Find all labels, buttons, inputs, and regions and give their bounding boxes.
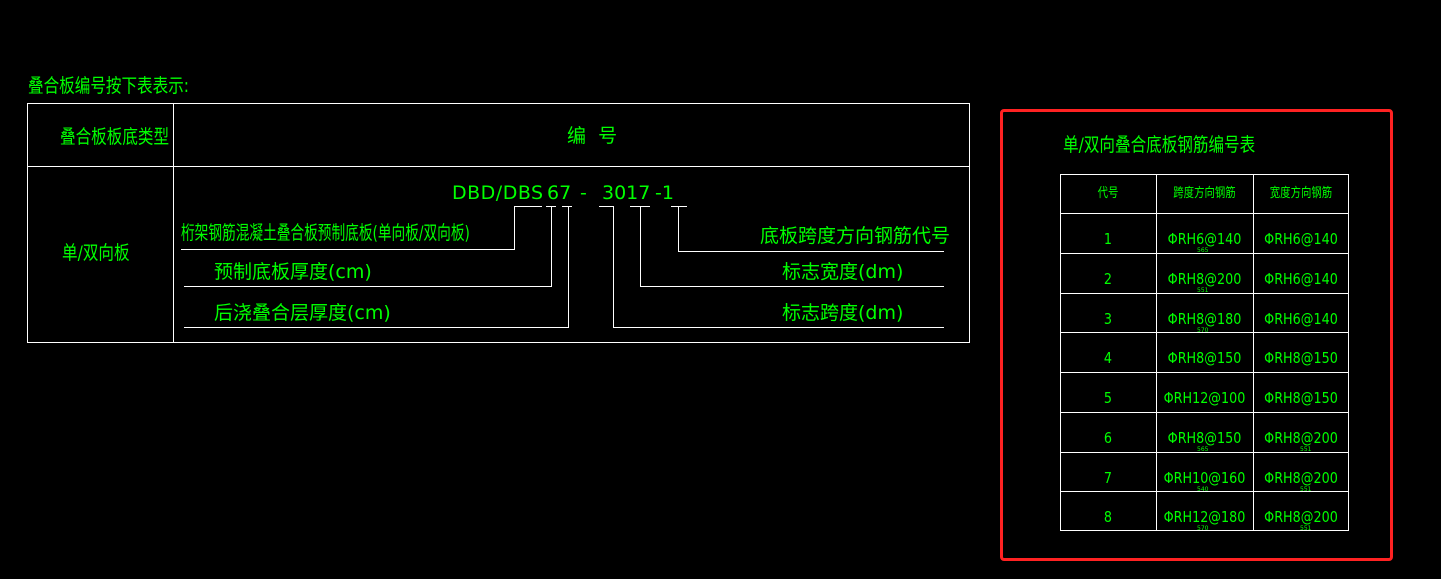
rebar-header-divider: [1060, 213, 1349, 214]
label-precast-thickness: 预制底板厚度(cm): [214, 261, 372, 283]
rebar-row-divider: [1060, 372, 1349, 373]
rebar-row-divider: [1060, 412, 1349, 413]
rebar-header-code: 代号: [1097, 186, 1119, 201]
underline-prefix: [514, 206, 542, 207]
code-prefix: DBD/DBS: [452, 182, 544, 204]
rebar-cell-code: 3: [1103, 310, 1113, 328]
rebar-cell-span: ΦRH8@150: [1167, 429, 1242, 447]
rebar-col-divider-2: [1253, 174, 1254, 531]
rebar-row-divider: [1060, 293, 1349, 294]
leader-left-1: [181, 249, 515, 250]
rebar-cell-span: ΦRH10@160: [1163, 469, 1246, 487]
main-table-row-divider: [27, 166, 970, 167]
rebar-cell-code: 8: [1103, 508, 1113, 526]
rebar-cell-code: 4: [1103, 349, 1113, 367]
label-nominal-width: 标志宽度(dm): [782, 261, 904, 283]
code-rebar: -1: [655, 182, 674, 204]
rebar-cell-span: ΦRH8@180: [1167, 310, 1242, 328]
rebar-cell-width: ΦRH8@200: [1264, 508, 1338, 526]
row-label: 单/双向板: [62, 242, 130, 264]
main-table: [27, 103, 970, 343]
label-rebar-code: 底板跨度方向钢筋代号: [760, 225, 951, 247]
rebar-cell-span-sub: 570: [1197, 327, 1209, 334]
col1-header: 叠合板板底类型: [60, 126, 170, 148]
rebar-cell-span-sub: 570: [1197, 525, 1209, 532]
rebar-cell-code: 5: [1103, 389, 1113, 407]
rebar-cell-code: 2: [1103, 270, 1113, 288]
label-cast-layer-thickness: 后浇叠合层厚度(cm): [214, 302, 391, 324]
rebar-cell-code: 1: [1103, 230, 1113, 248]
rebar-cell-span-sub: 540: [1197, 486, 1209, 493]
label-precast-slab: 桁架钢筋混凝土叠合板预制底板(单向板/双向板): [181, 222, 470, 244]
underline-thick2: [562, 206, 572, 207]
leader-thick1-v: [551, 206, 552, 287]
rebar-col-divider-1: [1156, 174, 1157, 531]
leader-left-3: [184, 327, 569, 328]
rebar-cell-span: ΦRH6@140: [1167, 230, 1242, 248]
leader-right-2: [640, 286, 944, 287]
rebar-cell-span-sub: 551: [1197, 287, 1209, 294]
rebar-cell-span: ΦRH12@180: [1163, 508, 1246, 526]
rebar-row-divider: [1060, 491, 1349, 492]
rebar-cell-width: ΦRH8@150: [1264, 389, 1338, 407]
intro-text: 叠合板编号按下表表示:: [28, 75, 190, 97]
rebar-row-divider: [1060, 452, 1349, 453]
rebar-row-divider: [1060, 332, 1349, 333]
leader-right-3: [613, 327, 944, 328]
rebar-cell-code: 6: [1103, 429, 1113, 447]
rebar-table-title: 单/双向叠合底板钢筋编号表: [1063, 134, 1256, 156]
rebar-header-span: 跨度方向钢筋: [1173, 186, 1236, 201]
highlight-box: [1000, 109, 1393, 561]
leader-right-1: [678, 251, 944, 252]
rebar-cell-width: ΦRH6@140: [1264, 270, 1338, 288]
rebar-header-width: 宽度方向钢筋: [1269, 186, 1333, 201]
code-thickness: 67: [547, 182, 572, 204]
rebar-row-divider: [1060, 253, 1349, 254]
leader-size2-v: [640, 206, 641, 287]
rebar-table: [1060, 174, 1349, 531]
leader-prefix-v: [514, 206, 515, 250]
code-size: 3017: [602, 182, 651, 204]
underline-size1: [599, 206, 613, 207]
rebar-cell-width-sub: 551: [1300, 446, 1312, 453]
underline-rebar: [671, 206, 687, 207]
rebar-cell-code: 7: [1103, 469, 1113, 487]
rebar-cell-width: ΦRH8@200: [1264, 469, 1338, 487]
leader-left-2: [184, 286, 552, 287]
col2-header: 编 号: [567, 125, 618, 147]
rebar-cell-width: ΦRH6@140: [1264, 230, 1338, 248]
rebar-cell-span-sub: 565: [1197, 446, 1209, 453]
rebar-cell-width: ΦRH6@140: [1264, 310, 1338, 328]
code-dash: -: [580, 182, 587, 204]
rebar-cell-width-sub: 551: [1300, 525, 1312, 532]
rebar-cell-width-sub: 551: [1300, 486, 1312, 493]
leader-size1-v: [613, 206, 614, 328]
rebar-cell-span: ΦRH8@150: [1167, 349, 1242, 367]
rebar-cell-span: ΦRH12@100: [1163, 389, 1246, 407]
leader-thick2-v: [568, 206, 569, 328]
leader-rebar-v: [678, 206, 679, 252]
rebar-cell-span-sub: 565: [1197, 247, 1209, 254]
rebar-cell-span: ΦRH8@200: [1167, 270, 1242, 288]
label-nominal-span: 标志跨度(dm): [782, 302, 904, 324]
rebar-cell-width: ΦRH8@200: [1264, 429, 1338, 447]
rebar-cell-width: ΦRH8@150: [1264, 349, 1338, 367]
main-table-col-divider: [173, 103, 174, 343]
